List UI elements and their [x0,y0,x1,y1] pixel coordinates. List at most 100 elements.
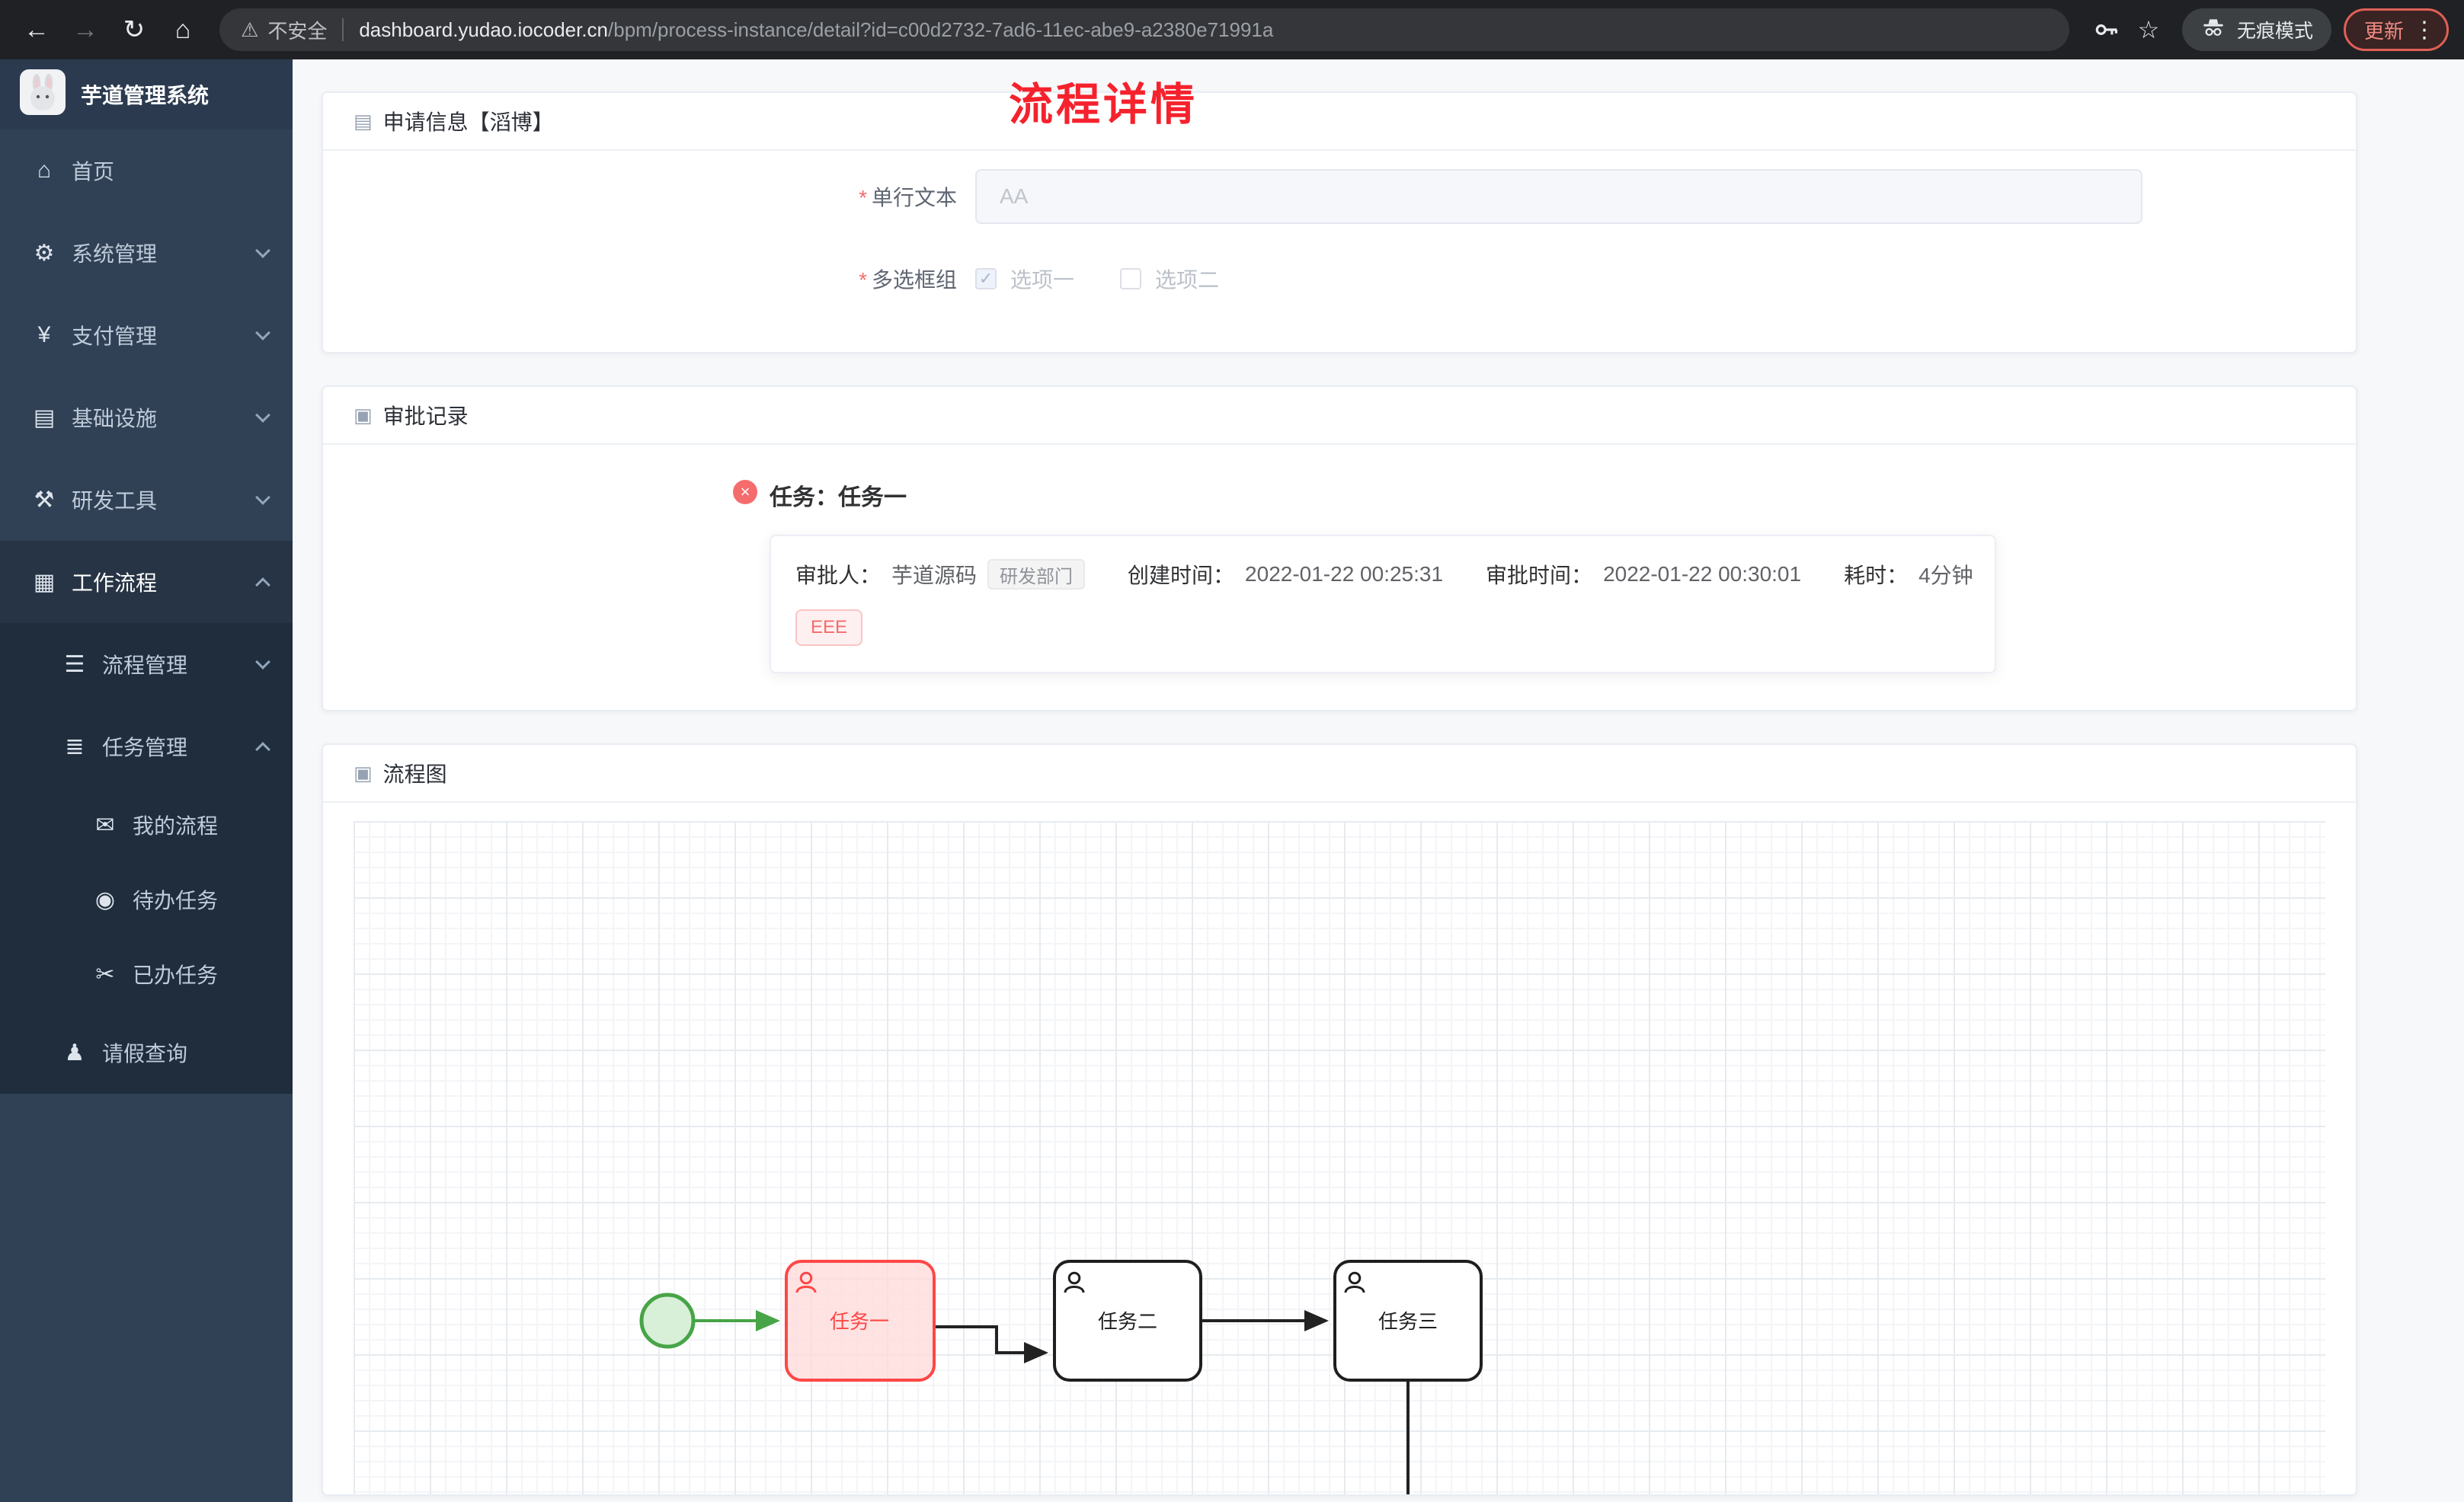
approved-time-group: 审批时间： 2022-01-22 00:30:01 [1486,559,1801,590]
duration-group: 耗时：4分钟 [1844,559,1973,590]
bpmn-canvas[interactable]: 任务一 任务二 [354,821,2325,1494]
sidebar-item-leave-query[interactable]: ♟ 请假查询 [0,1011,293,1094]
duration-value: 4分钟 [1918,564,1973,587]
rejected-x-icon: × [733,480,757,504]
sidebar-item-my-process[interactable]: ✉ 我的流程 [0,788,293,862]
document-icon: ▤ [354,109,373,133]
user-task-icon [795,1271,817,1293]
app-logo[interactable]: 芋道管理系统 [0,59,293,129]
update-button[interactable]: 更新 ⋮ [2343,8,2449,51]
sidebar-item-infrastructure[interactable]: ▤ 基础设施 [0,376,293,459]
sidebar-item-devtools[interactable]: ⚒ 研发工具 [0,459,293,541]
url-bar[interactable]: ⚠ 不安全 dashboard.yudao.iocoder.cn/bpm/pro… [219,8,2069,51]
single-line-text-input[interactable]: AA [975,169,2142,224]
not-secure-icon: ⚠ [241,18,259,41]
sidebar-item-task-management[interactable]: ≣ 任务管理 [0,705,293,788]
sidebar-item-home[interactable]: ⌂ 首页 [0,129,293,212]
workflow-submenu: ☰ 流程管理 ≣ 任务管理 ✉ 我的流程 ◉ 待 [0,623,293,1094]
sidebar-item-label: 流程管理 [102,654,188,677]
sidebar-item-payment[interactable]: ¥ 支付管理 [0,294,293,376]
chevron-down-icon [255,654,270,670]
approval-records-title: 审批记录 [382,404,469,428]
incognito-badge: 无痕模式 [2181,8,2331,51]
sidebar-item-label: 研发工具 [72,489,158,513]
omnibox-divider [342,18,344,41]
apply-info-title: 申请信息【滔博】 [382,110,554,134]
sidebar-item-label: 基础设施 [72,407,158,430]
created-time-label: 创建时间： [1128,564,1235,587]
app-title: 芋道管理系统 [81,84,210,107]
task-node-label: 任务一 [830,1310,889,1333]
task-node[interactable]: 任务二 [1053,1260,1202,1382]
checkbox-option-label: 选项一 [1010,268,1075,292]
flow-diagram-card: ▣ 流程图 [322,743,2357,1496]
chevron-down-icon [255,243,270,258]
chevron-up-icon [255,742,270,757]
sidebar-item-workflow[interactable]: ▦ 工作流程 [0,541,293,623]
password-key-icon[interactable] [2085,8,2127,51]
sidebar-item-system[interactable]: ⚙ 系统管理 [0,212,293,294]
approval-timeline: × 任务：任务一 审批人： 芋道源码 研发部门 创建时间： 2022-01-22 0… [733,478,2325,673]
checkbox-option-1[interactable]: ✓ 选项一 [975,264,1074,294]
bookmark-star-icon[interactable]: ☆ [2137,16,2160,43]
back-button[interactable]: ← [24,14,50,44]
sidebar-item-label: 我的流程 [133,814,219,838]
sidebar-item-process-management[interactable]: ☰ 流程管理 [0,623,293,705]
apply-info-header: ▤ 申请信息【滔博】 [323,93,2356,151]
yen-icon: ¥ [37,322,51,347]
user-task-icon [1344,1271,1365,1293]
reload-button[interactable]: ↻ [123,15,146,44]
sidebar-item-label: 请假查询 [102,1042,188,1066]
sidebar: 芋道管理系统 ⌂ 首页 ⚙ 系统管理 ¥ 支付管理 ▤ [0,59,293,1502]
menu-dots-icon[interactable]: ⋮ [2413,17,2436,43]
chevron-down-icon [255,490,270,505]
apply-info-body: *单行文本 AA *多选框组 ✓ 选项一 选项二 [323,151,2356,294]
approver-name: 芋道源码 [891,564,978,587]
sidebar-item-done-tasks[interactable]: ✂ 已办任务 [0,937,293,1011]
checkbox-option-label: 选项二 [1155,268,1220,292]
department-tag: 研发部门 [987,559,1086,590]
bpmn-svg: 任务一 任务二 [639,1260,1483,1494]
approval-records-header: ▣ 审批记录 [323,387,2356,445]
list-icon: ☰ [64,651,85,677]
approval-detail-card: 审批人：芋道源码 研发部门 创建时间：2022-01-22 00:25:31 审… [770,535,1996,673]
form-row-checkbox-group: *多选框组 ✓ 选项一 选项二 [354,264,2325,294]
chevron-down-icon [255,407,270,423]
sidebar-item-label: 任务管理 [102,736,188,759]
task-node[interactable]: 任务三 [1333,1260,1483,1382]
server-icon: ▤ [33,404,56,430]
sidebar-menu: ⌂ 首页 ⚙ 系统管理 ¥ 支付管理 ▤ 基础设施 [0,129,293,1094]
diagram-icon: ▣ [354,761,373,785]
apply-info-card: ▤ 申请信息【滔博】 *单行文本 AA *多选框组 ✓ 选项一 [322,91,2357,353]
incognito-spy-icon [2200,14,2226,46]
update-label: 更新 [2363,19,2404,43]
checkbox-option-2[interactable]: 选项二 [1120,264,1219,294]
sidebar-item-label: 支付管理 [72,324,158,348]
approved-time-value: 2022-01-22 00:30:01 [1603,562,1802,586]
task-node-label: 任务二 [1098,1310,1157,1333]
sidebar-item-label: 首页 [72,160,115,184]
sequence-flow-task1-to-task2 [934,1325,1048,1363]
browser-toolbar: ← → ↻ ⌂ ⚠ 不安全 dashboard.yudao.iocoder.cn… [0,0,2464,59]
task-node-active[interactable]: 任务一 [785,1260,936,1382]
approval-records-card: ▣ 审批记录 × 任务：任务一 审批人： 芋道源码 研发部门 [322,385,2357,711]
user-icon: ♟ [64,1040,85,1066]
home-button[interactable]: ⌂ [174,14,191,44]
required-mark: * [859,186,867,209]
approved-time-label: 审批时间： [1486,564,1593,587]
incognito-label: 无痕模式 [2236,21,2313,42]
approver-label: 审批人： [795,564,882,587]
message-icon: ✉ [95,812,115,838]
security-label: 不安全 [267,19,328,43]
approval-task-title: 任务：任务一 [770,485,907,510]
comment-tag: EEE [795,609,863,646]
sidebar-item-label: 系统管理 [72,242,158,266]
sidebar-item-todo-tasks[interactable]: ◉ 待办任务 [0,862,293,937]
record-icon: ▣ [354,403,373,427]
checkbox-group-label: *多选框组 [859,268,957,292]
start-event-node[interactable] [639,1293,696,1349]
required-mark: * [859,268,867,292]
sidebar-item-label: 待办任务 [133,889,219,912]
forward-button[interactable]: → [72,14,98,44]
